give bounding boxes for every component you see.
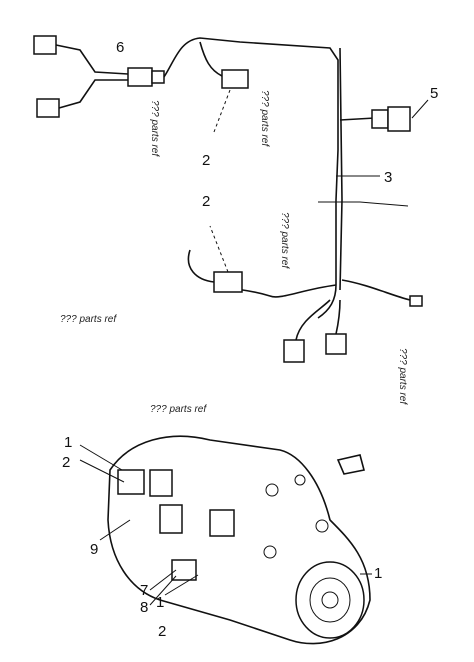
- pump-flange: [295, 561, 365, 639]
- pump-housing: [107, 435, 371, 645]
- leader-pump-1: [79, 444, 123, 471]
- pump-solenoid-left-2: [149, 469, 173, 497]
- callout-pump-1: 1: [64, 434, 72, 451]
- sensor-5: [387, 106, 411, 132]
- leader-pump-8: [149, 575, 177, 606]
- callout-2-mid: 2: [202, 193, 210, 210]
- note-f: ??? parts ref: [397, 348, 408, 405]
- note-a: ??? parts ref: [149, 100, 160, 157]
- pump-bolt-3: [315, 519, 329, 533]
- pump-bolt-2: [294, 474, 306, 486]
- pump-solenoid-left: [117, 469, 145, 495]
- connector-bottom-b: [325, 333, 347, 355]
- detail-bracket: [336, 454, 365, 475]
- harness-branch-bottom: [58, 79, 128, 109]
- callout-pump-2: 2: [62, 454, 70, 471]
- connector-bottom-left: [36, 98, 60, 118]
- leader-pump-9: [99, 519, 131, 541]
- wiring-harness-upper: [33, 35, 429, 363]
- pump-flange-inner: [309, 577, 351, 623]
- connector-small: [409, 295, 423, 307]
- callout-3: 3: [384, 169, 392, 186]
- pump-bolt-1: [265, 483, 279, 497]
- pump-assembly: [79, 435, 372, 645]
- callout-pump-2b: 2: [158, 623, 166, 640]
- connector-6: [127, 67, 153, 87]
- leader-5: [411, 99, 429, 119]
- connector-bottom-a: [283, 339, 305, 363]
- harness-trunk-outer: [339, 47, 343, 291]
- harness-trunk: [163, 37, 339, 319]
- connector-5: [371, 109, 389, 129]
- callout-6: 6: [116, 39, 124, 56]
- harness-branch-bottom-b: [335, 299, 341, 335]
- leader-2-upper: [213, 89, 231, 133]
- note-b: ??? parts ref: [259, 90, 270, 147]
- callout-pump-1c: 1: [374, 565, 382, 582]
- note-c: ??? parts ref: [279, 212, 290, 269]
- harness-branch-sensor-left: [199, 41, 223, 77]
- pump-solenoid-right: [209, 509, 235, 537]
- leader-pump-2: [79, 459, 125, 483]
- callout-pump-7: 7: [140, 582, 148, 599]
- leader-pump-1b: [164, 574, 199, 596]
- sensor-2-upper: [221, 69, 249, 89]
- callout-5: 5: [430, 85, 438, 102]
- harness-branch-mid: [229, 284, 337, 298]
- leader-2-mid: [209, 225, 229, 273]
- sensor-2-mid: [213, 271, 243, 293]
- callout-pump-9: 9: [90, 541, 98, 558]
- pump-valve-bottom: [171, 559, 197, 581]
- pump-shaft: [321, 591, 339, 609]
- harness-branch-top: [55, 44, 129, 75]
- callout-pump-8: 8: [140, 599, 148, 616]
- harness-branch-small: [341, 279, 411, 301]
- note-d: ??? parts ref: [60, 314, 117, 325]
- callout-2-upper: 2: [202, 152, 210, 169]
- note-e: ??? parts ref: [150, 404, 207, 415]
- harness-branch-bottom-a: [295, 299, 331, 341]
- pump-solenoid-center: [159, 504, 183, 534]
- callout-pump-1b: 1: [156, 594, 164, 611]
- clip-bolt: [318, 201, 409, 207]
- pump-bolt-4: [263, 545, 277, 559]
- connector-top-left: [33, 35, 57, 55]
- harness-branch-right: [339, 117, 376, 121]
- harness-loop-mid: [187, 249, 215, 283]
- leader-pump-7: [149, 569, 177, 591]
- connector-6-plug: [151, 70, 165, 84]
